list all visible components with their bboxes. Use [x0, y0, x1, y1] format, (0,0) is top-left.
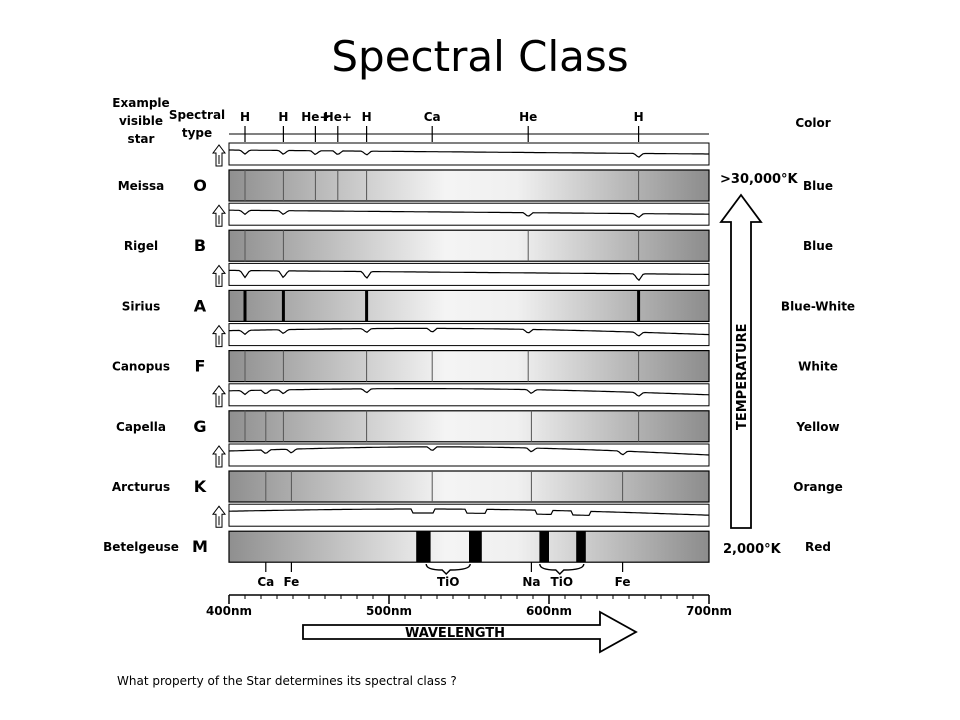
spectrum-profile	[229, 508, 710, 517]
line-label: Fe	[283, 575, 299, 589]
top-line-label: He	[519, 110, 537, 124]
header-spectral-type: Spectral	[169, 108, 225, 122]
top-line-label: He+	[301, 110, 329, 124]
line-label: Na	[522, 575, 540, 589]
star-name: Capella	[116, 420, 166, 434]
spectral-type: G	[193, 417, 206, 436]
header-star: Example	[112, 96, 169, 110]
spectrum-strip	[228, 229, 710, 262]
top-line-labels: H H He+He+ H Ca He H	[229, 110, 709, 142]
top-line-label: H	[240, 110, 250, 124]
star-color: Blue-White	[781, 299, 855, 313]
spectral-type: B	[194, 236, 206, 255]
up-arrow-icon	[212, 445, 226, 468]
profile-box	[228, 262, 710, 286]
top-line-label: H	[634, 110, 644, 124]
axis-tick-label: 600nm	[526, 604, 572, 618]
axis-tick-label: 700nm	[686, 604, 732, 618]
up-arrow-icon	[212, 324, 226, 348]
band-brace	[425, 563, 471, 575]
band-brace	[539, 563, 585, 575]
star-name: Meissa	[118, 179, 165, 193]
spectrum-profile	[229, 209, 709, 219]
absorption-band	[416, 531, 431, 563]
star-color: Yellow	[795, 420, 839, 434]
axis-label: WAVELENGTH	[405, 626, 505, 641]
bottom-line-labels: Ca Fe TiO Na TiO Fe	[257, 562, 631, 589]
line-label: TiO	[551, 575, 574, 589]
absorption-band	[576, 531, 586, 563]
spectrum-profile	[229, 388, 710, 397]
star-color: Blue	[803, 179, 833, 193]
star-color: Orange	[793, 480, 843, 494]
spectrum-profile	[229, 327, 710, 337]
top-line-label: H	[278, 110, 288, 124]
header-spectral-type: type	[182, 126, 212, 140]
star-name: Arcturus	[112, 480, 170, 494]
up-arrow-icon	[212, 204, 226, 227]
spectral-row: Arcturus K Orange	[112, 443, 843, 503]
top-line-label: Ca	[424, 110, 441, 124]
spectral-row: Canopus F White	[112, 323, 838, 383]
spectrum-profile	[229, 149, 709, 158]
spectrum-strip	[228, 169, 710, 202]
star-name: Betelgeuse	[103, 540, 179, 554]
up-arrow-icon	[212, 505, 226, 528]
right-arrow-icon	[302, 610, 638, 654]
spectral-row: Betelgeuse M Red	[103, 503, 831, 563]
spectral-row: Rigel B Blue	[124, 202, 833, 262]
spectrum-profile	[229, 269, 709, 282]
star-name: Rigel	[124, 239, 158, 253]
spectral-row: Sirius A Blue-White	[122, 262, 855, 322]
header-color: Color	[795, 116, 830, 130]
up-arrow-icon	[212, 264, 226, 287]
header-star: star	[128, 132, 155, 146]
absorption-band	[469, 531, 482, 563]
temperature-low: 2,000°K	[723, 542, 782, 557]
top-line-label: H	[362, 110, 372, 124]
temperature-high: >30,000°K	[720, 172, 799, 187]
spectrum-profile	[228, 446, 710, 456]
star-name: Sirius	[122, 299, 160, 313]
spectral-type: F	[195, 357, 206, 376]
absorption-band	[539, 531, 549, 563]
header-star: visible	[119, 114, 163, 128]
up-arrow-icon	[212, 144, 226, 167]
profile-box	[228, 503, 710, 527]
spectral-type: A	[194, 296, 207, 315]
line-label: Fe	[615, 575, 631, 589]
spectrum-strip	[228, 470, 710, 503]
axis-tick-label: 500nm	[366, 604, 412, 618]
spectral-row: Meissa O Blue	[118, 142, 833, 202]
question-text: What property of the Star determines its…	[117, 674, 457, 688]
star-color: Blue	[803, 239, 833, 253]
up-arrow-icon	[212, 384, 226, 408]
profile-box	[228, 142, 710, 166]
line-label: Ca	[257, 575, 274, 589]
spectrum-strip	[228, 350, 710, 383]
star-color: Red	[805, 540, 831, 554]
profile-box	[228, 202, 710, 226]
spectral-type: M	[192, 537, 208, 556]
spectral-row: Capella G Yellow	[116, 383, 840, 443]
spectrum-strip	[228, 410, 710, 443]
wavelength-axis: 400nm 500nm 600nm 700nm	[206, 594, 732, 618]
axis-tick-label: 400nm	[206, 604, 252, 618]
star-name: Canopus	[112, 360, 170, 374]
page-title: Spectral Class	[331, 32, 629, 81]
line-label: TiO	[437, 575, 460, 589]
spectral-type: O	[193, 176, 207, 195]
spectrum-strip	[228, 289, 710, 322]
temperature-arrow-icon	[719, 193, 763, 529]
spectral-type: K	[194, 477, 207, 496]
star-color: White	[798, 360, 838, 374]
temperature-label: TEMPERATURE	[735, 324, 750, 430]
top-line-label: He+	[324, 110, 352, 124]
